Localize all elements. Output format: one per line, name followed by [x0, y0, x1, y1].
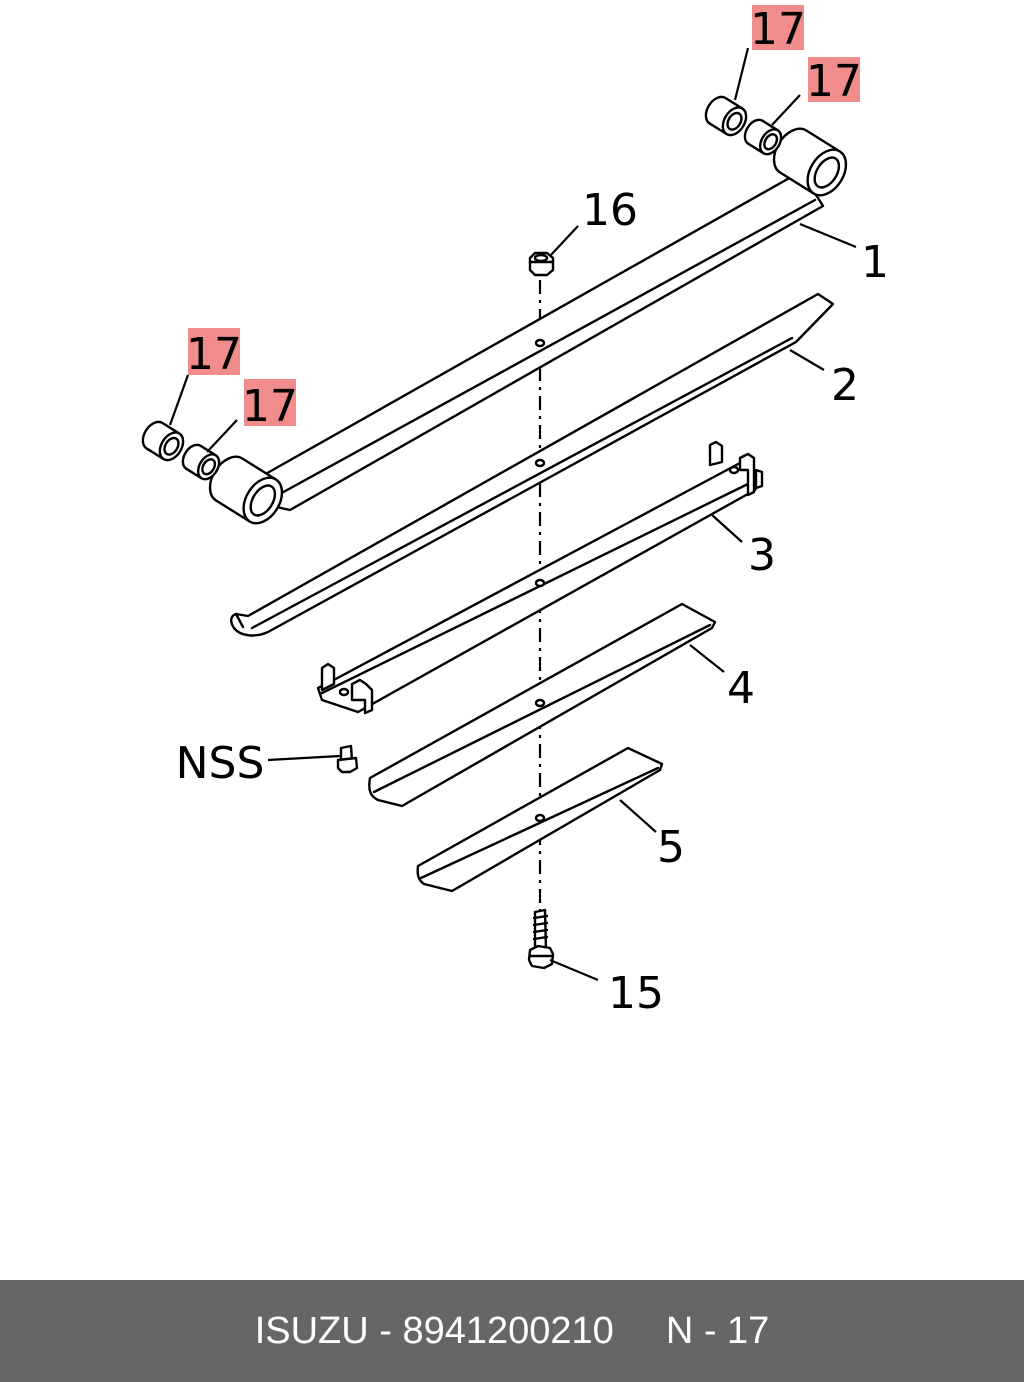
leaf-3 [316, 461, 762, 714]
bushing-17-top-right-2 [741, 116, 786, 158]
callout-3: 3 [748, 530, 776, 581]
highlight-17-left-1 [188, 328, 240, 375]
callout-15: 15 [608, 968, 664, 1019]
leader-1 [799, 222, 857, 249]
leader-lines [168, 47, 857, 982]
leader-17-top-right-2 [771, 94, 801, 126]
leader-15 [549, 958, 599, 982]
callout-4: 4 [727, 663, 755, 714]
callout-17-top-right-1: 17 [750, 4, 806, 55]
highlight-17-left-2 [244, 379, 296, 426]
footer-page-reference: N - 17 [665, 1309, 770, 1352]
leader-nss [267, 754, 341, 762]
nut-16 [528, 251, 555, 277]
callout-5: 5 [657, 822, 685, 873]
highlight-17-top-right-1 [752, 5, 804, 50]
callout-nss: NSS [176, 738, 265, 789]
leaf-3-left-clip [320, 662, 374, 715]
bushing-17-top-right-1 [704, 95, 748, 137]
highlight-17-top-right-2 [808, 57, 860, 102]
callout-17-left-2: 17 [242, 381, 298, 432]
bushing-17-left-2 [179, 441, 224, 483]
bushing-17-left-1 [141, 420, 185, 462]
leaf-3-right-clip [708, 440, 764, 497]
leader-5 [619, 799, 657, 833]
leader-2 [789, 349, 825, 371]
footer-part-number: ISUZU - 8941200210 [254, 1309, 614, 1352]
callout-1: 1 [861, 237, 889, 288]
leader-17-left-1 [168, 374, 190, 426]
leaf-2 [230, 292, 835, 637]
callout-17-left-1: 17 [186, 329, 242, 380]
leader-4 [689, 644, 725, 673]
center-holes [534, 338, 546, 823]
footer-bar: ISUZU - 8941200210 N - 17 [0, 1280, 1024, 1382]
nss-bolt [336, 744, 359, 774]
callout-17-top-right-2: 17 [806, 56, 862, 107]
leader-16 [549, 225, 579, 257]
callout-2: 2 [831, 360, 859, 411]
leader-17-top-right-1 [733, 47, 750, 101]
leader-17-left-2 [206, 419, 238, 453]
leaf-1-right-eye [766, 122, 854, 202]
leaf-spring-exploded-diagram: 17 17 17 17 16 1 2 3 4 5 NSS 15 [141, 4, 889, 1019]
center-bolt-15 [527, 908, 555, 970]
callout-16: 16 [582, 185, 638, 236]
leader-3 [711, 514, 743, 543]
